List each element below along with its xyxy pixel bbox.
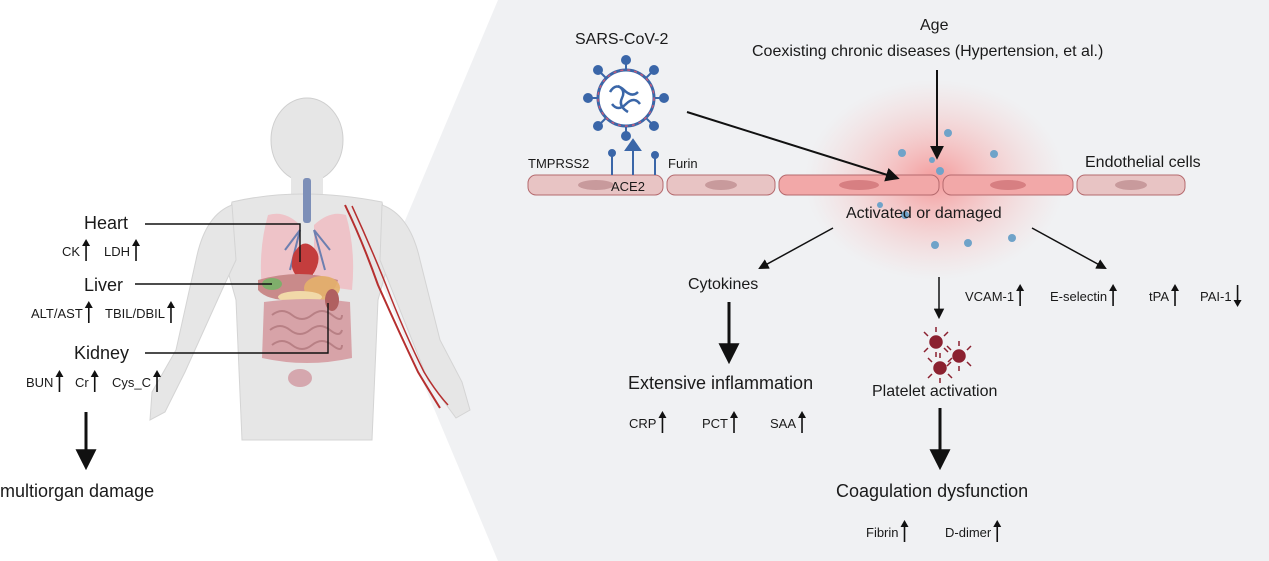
platelet-activation-label: Platelet activation [872,383,998,400]
human-body-figure [149,97,471,441]
trend-up-arrow [132,239,141,261]
marker-cys-c: Cys_C [112,375,152,390]
trend-up-arrow [55,370,64,392]
trend-up-arrow [153,370,162,392]
organ-label-kidney: Kidney [74,343,130,363]
trend-up-arrow [730,411,738,433]
trend-up-arrow [82,239,91,261]
circulating-particles [877,129,1016,249]
marker-pai-1: PAI-1 [1200,289,1232,304]
endothelial-cells-label: Endothelial cells [1085,154,1201,171]
endothelial-layer [527,174,1186,196]
marker-fibrin: Fibrin [866,525,899,540]
furin-label: Furin [668,156,698,171]
marker-crp: CRP [629,416,657,431]
age-label: Age [920,17,949,34]
chronic-disease-label: Coexisting chronic diseases (Hypertensio… [752,43,1104,60]
trend-down-arrow [1233,285,1242,307]
marker-tpa: tPA [1149,289,1169,304]
organ-label-liver: Liver [84,275,124,295]
marker-alt-ast: ALT/AST [31,306,83,321]
inflammation-title: Extensive inflammation [628,373,814,393]
marker-saa: SAA [770,416,797,431]
virus-label: SARS-CoV-2 [575,31,669,48]
marker-ldh: LDH [104,244,131,259]
sars-cov-2-virus [583,55,669,141]
trend-up-arrow [84,301,93,323]
organ-label-heart: Heart [84,213,129,233]
trend-arrows [55,239,1242,542]
activated-label: Activated or damaged [846,205,1002,222]
receptors [608,138,659,175]
marker-d-dimer: D-dimer [945,525,992,540]
marker-pct: PCT [702,416,728,431]
marker-cr: Cr [75,375,89,390]
virus-arrow [686,111,900,182]
marker-ck: CK [62,244,81,259]
multiorgan-damage-label: multiorgan damage [0,481,155,501]
platelets [923,327,972,383]
cytokine-arrow [758,227,834,270]
marker-bun: BUN [26,375,54,390]
marker-arrow [1031,227,1107,270]
trend-up-arrow [900,520,909,542]
trend-up-arrow [90,370,99,392]
marker-e-selectin: E-selectin [1050,289,1108,304]
cytokines-label: Cytokines [688,276,759,293]
trend-up-arrow [1109,284,1118,306]
ace2-label: ACE2 [611,179,645,194]
trend-up-arrow [1016,284,1025,306]
trend-up-arrow [798,411,807,433]
marker-tbil-dbil: TBIL/DBIL [105,306,165,321]
marker-vcam-1: VCAM-1 [965,289,1015,304]
coagulation-title: Coagulation dysfunction [836,481,1029,501]
right-panel-bg [380,0,1269,561]
trend-up-arrow [658,411,667,433]
heart-connector [145,223,301,262]
trend-up-arrow [166,301,175,323]
trend-up-arrow [1171,284,1179,306]
kidney-connector [145,303,329,354]
trend-up-arrow [993,520,1002,542]
tmprss2-label: TMPRSS2 [528,156,590,171]
